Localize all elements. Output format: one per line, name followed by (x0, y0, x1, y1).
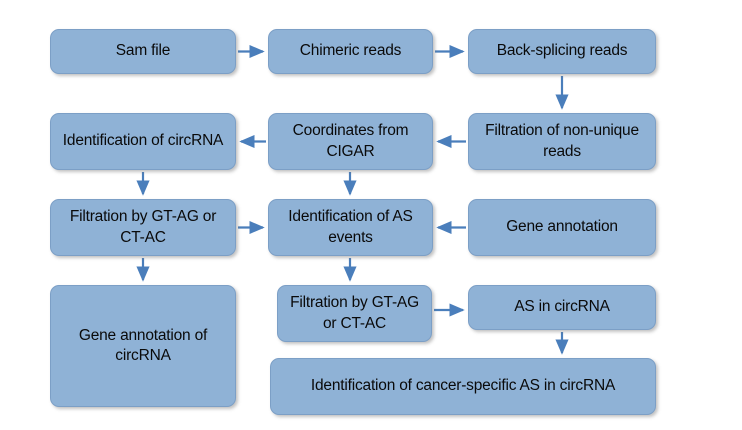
node-as-in-circrna[interactable]: AS in circRNA (468, 285, 656, 330)
node-label: Back-splicing reads (496, 42, 628, 60)
node-label: Coordinates from CIGAR (292, 122, 409, 160)
node-identification-of-circrna[interactable]: Identification of circRNA (50, 113, 236, 170)
node-gene-annotation-of-circrna[interactable]: Gene annotation of circRNA (50, 285, 236, 407)
node-label: Identification of circRNA (62, 132, 224, 150)
node-identification-of-as-events[interactable]: Identification of AS events (268, 199, 433, 256)
node-filtration-by-gt-ag-or-ct-ac-lower[interactable]: Filtration by GT-AG or CT-AC (277, 285, 432, 342)
node-label: Identification of cancer-specific AS in … (310, 377, 616, 395)
node-label: Filtration by GT-AG or CT-AC (69, 208, 217, 246)
node-identification-of-cancer-specific-as-in-circrna[interactable]: Identification of cancer-specific AS in … (270, 358, 656, 415)
node-coordinates-from-cigar[interactable]: Coordinates from CIGAR (268, 113, 433, 170)
node-filtration-by-gt-ag-or-ct-ac-upper[interactable]: Filtration by GT-AG or CT-AC (50, 199, 236, 256)
node-label: Filtration of non-unique reads (485, 122, 639, 160)
node-filtration-of-non-unique-reads[interactable]: Filtration of non-unique reads (468, 113, 656, 170)
node-label: Gene annotation of circRNA (78, 326, 208, 364)
node-chimeric-reads[interactable]: Chimeric reads (268, 29, 433, 74)
node-label: Filtration by GT-AG or CT-AC (290, 294, 419, 332)
node-back-splicing-reads[interactable]: Back-splicing reads (468, 29, 656, 74)
node-label: Gene annotation (506, 218, 618, 236)
node-gene-annotation[interactable]: Gene annotation (468, 199, 656, 256)
node-label: Sam file (115, 42, 171, 60)
node-label: AS in circRNA (514, 298, 610, 316)
node-label: Identification of AS events (288, 208, 413, 246)
node-label: Chimeric reads (299, 42, 402, 60)
node-sam-file[interactable]: Sam file (50, 29, 236, 74)
